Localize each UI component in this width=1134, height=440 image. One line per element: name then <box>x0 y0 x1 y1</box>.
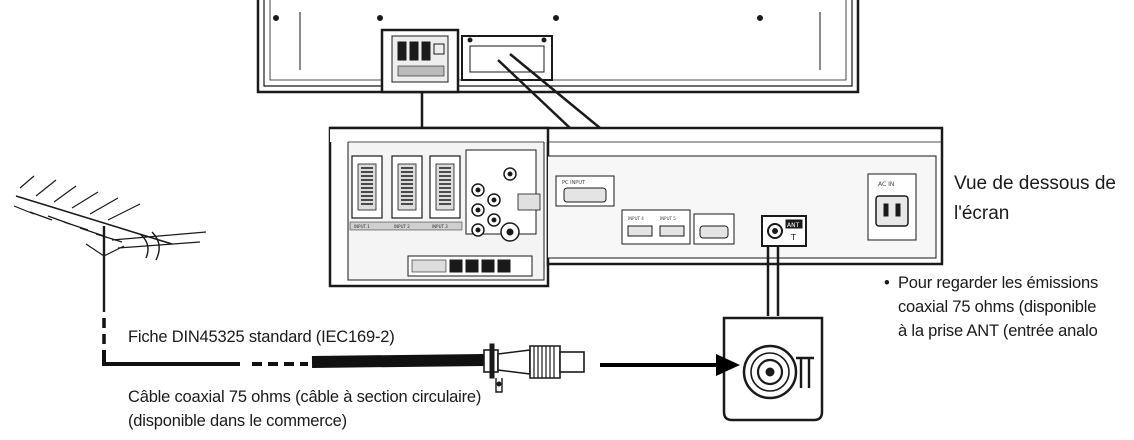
svg-text:PC INPUT: PC INPUT <box>562 180 586 186</box>
tv-body-bottom <box>256 0 860 94</box>
plug-label: Fiche DIN45325 standard (IEC169-2) <box>128 328 395 346</box>
ac-inlet: AC IN <box>867 173 917 241</box>
note-line-2: coaxial 75 ohms (disponible <box>898 298 1097 316</box>
callout-lines <box>420 53 601 129</box>
cable-label-line2: (disponible dans le commerce) <box>128 412 347 430</box>
scart-input-labels: INPUT 1 INPUT 2 INPUT 3 <box>354 224 448 229</box>
ant-jack-panel: ANT T <box>761 215 807 247</box>
svg-text:ANT: ANT <box>787 222 800 229</box>
svg-text:AC IN: AC IN <box>878 181 894 188</box>
svg-text:INPUT 3: INPUT 3 <box>432 224 448 229</box>
din-plug <box>483 343 585 393</box>
note-line-3: à la prise ANT (entrée analo <box>898 322 1098 340</box>
svg-text:INPUT 5: INPUT 5 <box>660 216 676 221</box>
svg-text:T: T <box>790 233 796 242</box>
underside-view-label-line1: Vue de dessous de <box>954 173 1116 194</box>
svg-text:INPUT 2: INPUT 2 <box>394 224 410 229</box>
hdmi-ports: INPUT 4 INPUT 5 <box>621 209 691 245</box>
connection-arrow <box>600 354 740 376</box>
underside-panel-detail: PC INPUT INPUT 4 INPUT 5 ANT T <box>546 126 944 266</box>
svg-text:INPUT 4: INPUT 4 <box>628 216 644 221</box>
svg-text:INPUT 1: INPUT 1 <box>354 224 370 229</box>
component-strip <box>407 255 533 277</box>
scart-socket-3 <box>429 155 461 219</box>
note-line-1: Pour regarder les émissions <box>898 274 1099 292</box>
ant-jack-magnified <box>722 316 824 422</box>
note-bullet: • <box>884 274 890 292</box>
rca-jacks <box>465 149 541 242</box>
tv-terminal-area <box>380 28 553 94</box>
rs232c-port <box>693 213 735 245</box>
pc-input-port: PC INPUT <box>555 175 615 207</box>
ant-callout <box>766 246 780 316</box>
scart-panel-detail: INPUT 1 INPUT 2 INPUT 3 <box>328 126 550 288</box>
coax-cable <box>102 318 485 368</box>
scart-socket-1 <box>351 155 383 219</box>
underside-view-label-line2: l'écran <box>954 203 1010 224</box>
scart-socket-2 <box>391 155 423 219</box>
cable-label-line1: Câble coaxial 75 ohms (câble à section c… <box>128 388 482 406</box>
antenna-icon <box>13 175 207 312</box>
